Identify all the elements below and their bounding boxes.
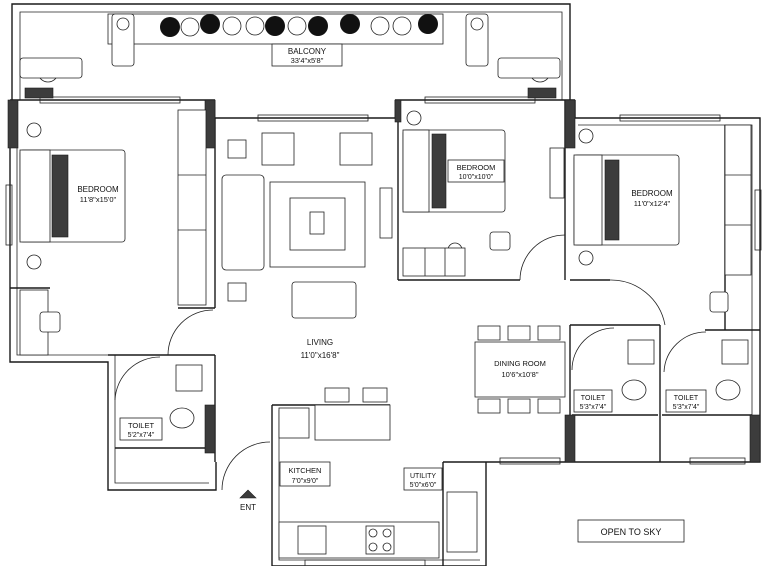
utility-name: UTILITY bbox=[410, 473, 436, 480]
door-swing bbox=[114, 356, 161, 401]
bedroom-right-name: BEDROOM bbox=[631, 189, 673, 198]
utility-sink bbox=[446, 491, 478, 553]
armchair bbox=[261, 132, 295, 166]
open-to-sky-label: OPEN TO SKY bbox=[601, 527, 662, 537]
wc bbox=[169, 407, 195, 429]
bed-headboard bbox=[573, 154, 603, 246]
entrance-label: ENT bbox=[240, 503, 256, 512]
balcony-seating-right bbox=[497, 57, 561, 99]
side-table bbox=[227, 139, 247, 159]
dining-chair bbox=[507, 398, 531, 414]
sofa bbox=[221, 174, 265, 271]
bed-headboard bbox=[402, 129, 430, 213]
balcony-planters: BALCONY 33'4"x5'8" bbox=[19, 13, 561, 99]
bedroom-left: BEDROOM 11'8"x15'0" bbox=[19, 109, 214, 356]
lounge-chair-left bbox=[111, 13, 135, 67]
toilet-mid-name: TOILET bbox=[581, 395, 606, 402]
coffee-table-top bbox=[309, 211, 325, 235]
dining-chair bbox=[477, 398, 501, 414]
lounge-chair bbox=[291, 281, 357, 319]
toilet-right-dims: 5'3"x7'4" bbox=[673, 404, 700, 411]
kitchen-sink bbox=[297, 525, 327, 555]
wc bbox=[621, 379, 647, 401]
door-swing bbox=[167, 309, 214, 356]
toilet-left-name: TOILET bbox=[128, 421, 155, 430]
bedroom-middle-name: BEDROOM bbox=[457, 163, 496, 172]
utility: UTILITY 5'0"x6'0" bbox=[403, 467, 478, 553]
balcony-dims: 33'4"x5'8" bbox=[291, 56, 324, 65]
bedroom-left-name: BEDROOM bbox=[77, 185, 119, 194]
toilet-left: TOILET 5'2"x7'4" bbox=[114, 356, 203, 441]
side-table bbox=[26, 254, 42, 270]
kitchen-dims: 7'0"x9'0" bbox=[292, 478, 319, 485]
bed-headboard bbox=[19, 149, 51, 243]
tv-console bbox=[379, 187, 393, 239]
door-swing bbox=[519, 234, 566, 281]
toilet-right-name: TOILET bbox=[674, 395, 699, 402]
balcony-seating-left bbox=[19, 57, 83, 99]
living-room: LIVING 11'0"x16'8" bbox=[221, 132, 393, 360]
living-dims: 11'0"x16'8" bbox=[301, 351, 340, 360]
side-table bbox=[26, 122, 42, 138]
dining-room: DINING ROOM 10'6"x10'8" bbox=[474, 325, 566, 414]
entry-arrow-icon bbox=[239, 489, 257, 499]
breakfast-counter bbox=[314, 404, 391, 441]
door-swing bbox=[571, 327, 615, 371]
open-to-sky: OPEN TO SKY bbox=[577, 519, 685, 543]
side-table bbox=[578, 128, 594, 144]
washbasin bbox=[627, 339, 655, 365]
windows bbox=[5, 96, 762, 566]
utility-dims: 5'0"x6'0" bbox=[410, 482, 437, 489]
wardrobe bbox=[724, 124, 752, 276]
side-table bbox=[578, 250, 594, 266]
dining-dims: 10'6"x10'8" bbox=[502, 370, 539, 379]
wardrobe bbox=[402, 247, 466, 277]
washbasin bbox=[721, 339, 749, 365]
wc bbox=[715, 379, 741, 401]
hob bbox=[365, 525, 395, 555]
toilet-left-dims: 5'2"x7'4" bbox=[128, 432, 155, 439]
toilet-mid-dims: 5'3"x7'4" bbox=[580, 404, 607, 411]
plant-row bbox=[160, 14, 438, 37]
armchair bbox=[339, 132, 373, 166]
bedroom-middle-dims: 10'0"x10'0" bbox=[459, 174, 494, 181]
kitchen: KITCHEN 7'0"x9'0" bbox=[278, 387, 440, 559]
dining-name: DINING ROOM bbox=[494, 359, 546, 368]
side-table bbox=[406, 110, 422, 126]
desk-chair bbox=[39, 311, 61, 333]
entrance: ENT bbox=[221, 441, 271, 512]
lounge-chair-right bbox=[465, 13, 489, 67]
bar-stool bbox=[324, 387, 350, 403]
main-door-swing bbox=[221, 441, 271, 491]
desk-chair bbox=[489, 231, 511, 251]
dining-chair bbox=[537, 398, 561, 414]
door-swing bbox=[663, 331, 707, 373]
bedroom-left-dims: 11'8"x15'0" bbox=[80, 195, 117, 204]
toilet-right: TOILET 5'3"x7'4" bbox=[663, 331, 749, 413]
walls bbox=[7, 3, 761, 566]
kitchen-name: KITCHEN bbox=[289, 466, 322, 475]
wardrobe bbox=[177, 109, 207, 306]
toilet-mid: TOILET 5'3"x7'4" bbox=[571, 327, 655, 413]
dining-table bbox=[474, 341, 566, 398]
dining-chair bbox=[537, 325, 561, 341]
dining-chair bbox=[507, 325, 531, 341]
bedroom-middle: BEDROOM 10'0"x10'0" bbox=[402, 110, 566, 281]
washbasin bbox=[175, 364, 203, 392]
bedroom-right: BEDROOM 11'0"x12'4" bbox=[573, 124, 752, 326]
desk-chair bbox=[709, 291, 729, 313]
bedroom-right-dims: 11'0"x12'4" bbox=[634, 199, 671, 208]
dining-chair bbox=[477, 325, 501, 341]
living-name: LIVING bbox=[307, 338, 333, 347]
door-swing bbox=[609, 279, 666, 326]
bar-stool bbox=[362, 387, 388, 403]
balcony-name: BALCONY bbox=[288, 47, 327, 56]
side-table bbox=[227, 282, 247, 302]
fridge bbox=[278, 407, 310, 439]
